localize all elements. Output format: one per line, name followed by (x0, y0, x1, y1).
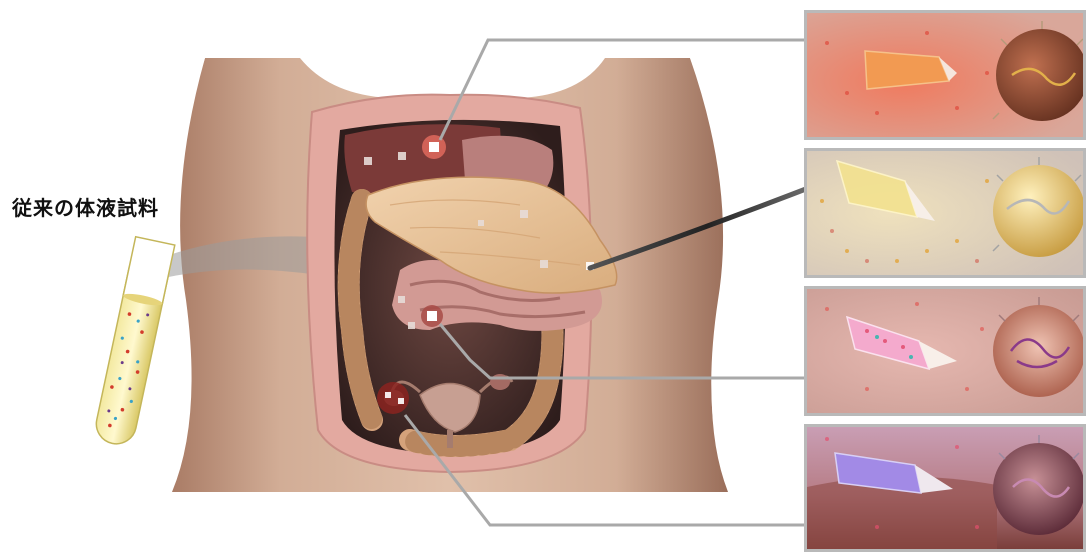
panel-pancreas (804, 148, 1086, 278)
sampling-point-liver (422, 135, 446, 159)
cell-icon (993, 165, 1083, 257)
tumor-spot (377, 382, 409, 414)
cell-icon (993, 305, 1083, 397)
panel-uterus (804, 424, 1086, 552)
panel-uterus-art (807, 427, 1083, 549)
panel-liver (804, 10, 1086, 140)
ovary-right (490, 374, 510, 390)
panel-pancreas-art (807, 151, 1083, 275)
conventional-body-fluid-sample-label: 従来の体液試料 (12, 192, 159, 221)
sampling-point-intestine (421, 305, 443, 327)
panel-ovary-art (807, 289, 1083, 413)
panel-liver-art (807, 13, 1083, 137)
cell-icon (993, 443, 1083, 535)
panel-ovary (804, 286, 1086, 416)
